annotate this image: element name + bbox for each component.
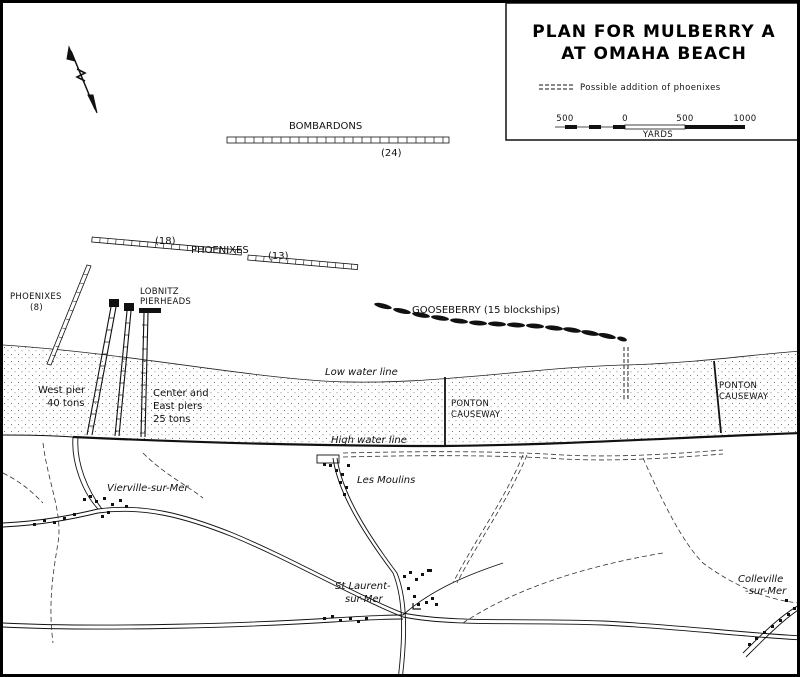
label-ponton-2a: PONTON xyxy=(719,381,757,391)
label-ponton-1b: CAUSEWAY xyxy=(451,410,501,420)
label-high-water: High water line xyxy=(331,435,407,446)
label-center-east-1: Center and xyxy=(153,388,209,399)
legend-scale-1000: 1000 xyxy=(733,114,756,124)
high-water-line xyxy=(72,432,797,448)
tidal-zone xyxy=(3,345,797,446)
scale-bar xyxy=(555,124,745,130)
phoenixes-13-line xyxy=(247,254,359,271)
lobnitz-pierheads xyxy=(109,299,161,313)
legend-scale-500-right: 500 xyxy=(676,114,693,124)
label-west-pier-2: 40 tons xyxy=(47,398,85,409)
label-bombardons-count: (24) xyxy=(381,148,402,159)
legend-phoenix-symbol xyxy=(539,84,575,90)
bombardons-line xyxy=(226,136,450,144)
ponton-causeway-2 xyxy=(713,360,722,434)
legend-phoenix-note: Possible addition of phoenixes xyxy=(580,83,721,93)
low-water-line xyxy=(3,344,797,383)
label-phoenixes-18: (18) xyxy=(155,236,176,247)
label-low-water: Low water line xyxy=(325,367,398,378)
legend-title-line2: AT OMAHA BEACH xyxy=(561,44,747,64)
label-gooseberry: GOOSEBERRY (15 blockships) xyxy=(412,305,560,316)
town-colleville-2: -sur-Mer xyxy=(745,586,787,597)
label-phoenixes-13: (13) xyxy=(268,251,289,262)
legend-scale-0: 0 xyxy=(622,114,628,124)
possible-phoenix-addition xyxy=(623,347,629,401)
minor-roads xyxy=(3,442,797,644)
label-ponton-1a: PONTON xyxy=(451,399,489,409)
legend-title-line1: PLAN FOR MULBERRY A xyxy=(532,22,775,42)
phoenixes-8-line xyxy=(46,264,92,366)
label-west-pier-1: West pier xyxy=(38,385,86,396)
phoenixes-18-line xyxy=(91,236,243,256)
north-arrow-icon xyxy=(66,45,98,114)
colleville-buildings xyxy=(748,599,796,646)
st-laurent-buildings xyxy=(323,569,438,623)
gooseberry-blockships xyxy=(374,302,627,342)
label-phoenixes-left: PHOENIXES xyxy=(10,292,62,302)
label-ponton-2b: CAUSEWAY xyxy=(719,392,769,402)
label-phoenixes: PHOENIXES xyxy=(191,245,249,256)
town-les-moulins: Les Moulins xyxy=(357,475,415,486)
map-canvas: BOMBARDONS (24) (18) PHOENIXES xyxy=(3,3,797,674)
vierville-buildings xyxy=(33,495,128,526)
label-lobnitz-1: LOBNITZ xyxy=(140,287,179,297)
main-roads xyxy=(3,436,797,674)
legend-scale-unit: YARDS xyxy=(642,130,673,140)
east-pier xyxy=(140,312,149,438)
town-vierville: Vierville-sur-Mer xyxy=(107,483,189,494)
label-phoenixes-left-count: (8) xyxy=(30,303,43,313)
label-center-east-3: 25 tons xyxy=(153,414,191,425)
town-colleville-1: Colleville xyxy=(738,574,783,585)
town-st-laurent-2: sur-Mer xyxy=(345,594,384,605)
town-st-laurent-1: St Laurent- xyxy=(335,581,391,592)
les-moulins-buildings xyxy=(316,454,350,496)
legend-box: PLAN FOR MULBERRY A AT OMAHA BEACH Possi… xyxy=(505,3,797,141)
label-lobnitz-2: PIERHEADS xyxy=(140,297,191,307)
center-pier xyxy=(114,310,132,437)
legend-scale-500-left: 500 xyxy=(556,114,573,124)
label-center-east-2: East piers xyxy=(153,401,202,412)
label-bombardons: BOMBARDONS xyxy=(289,121,362,132)
